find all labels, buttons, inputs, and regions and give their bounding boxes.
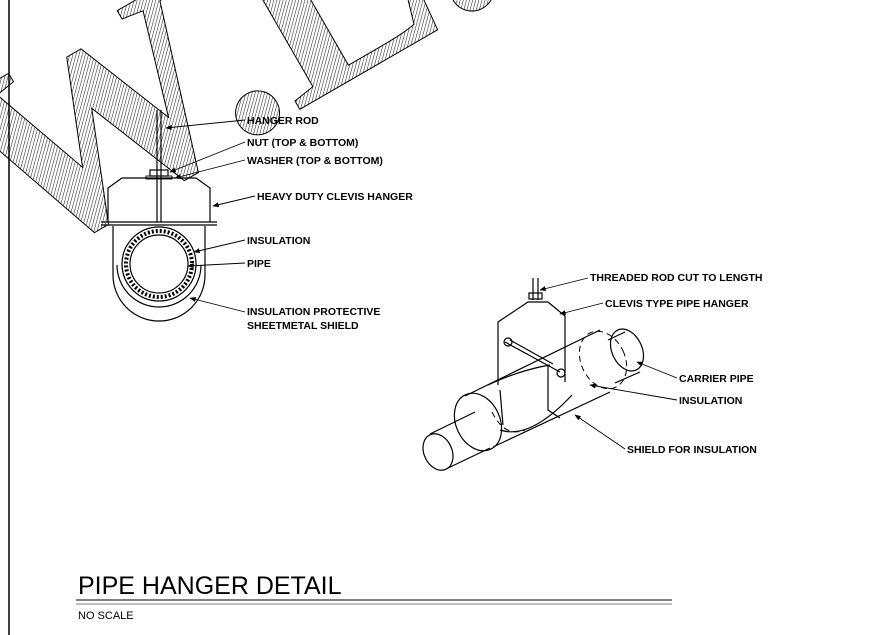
clevis-hanger [107, 177, 211, 222]
section-detail: HANGER ROD NUT (TOP & BOTTOM) WASHER (TO… [101, 110, 413, 332]
title-block: PIPE HANGER DETAIL NO SCALE [76, 572, 672, 622]
scale-note: NO SCALE [78, 610, 134, 622]
label-hanger-rod: HANGER ROD [247, 115, 319, 127]
label-insulation: INSULATION [247, 235, 310, 247]
pipe-end-left [422, 433, 454, 471]
label-insulation-protective: INSULATION PROTECTIVE [247, 306, 380, 318]
drawing-title: PIPE HANGER DETAIL [78, 572, 342, 600]
label-nut: NUT (TOP & BOTTOM) [247, 137, 358, 149]
label-sheetmetal-shield: SHEETMETAL SHIELD [247, 320, 359, 332]
label-shield-for-insulation: SHIELD FOR INSULATION [627, 444, 757, 456]
clevis-frame [497, 301, 566, 385]
insulation-ring [121, 226, 197, 302]
sheetmetal-shield [116, 264, 202, 308]
label-clevis-pipe-hanger: CLEVIS TYPE PIPE HANGER [605, 298, 749, 310]
insulation-shield [487, 364, 551, 386]
label-clevis-hanger: HEAVY DUTY CLEVIS HANGER [257, 191, 413, 203]
pipe-end-right [609, 328, 645, 372]
label-washer: WASHER (TOP & BOTTOM) [247, 155, 383, 167]
insulation-body [453, 392, 503, 452]
label-threaded-rod: THREADED ROD CUT TO LENGTH [590, 272, 762, 284]
label-insulation-iso: INSULATION [679, 395, 742, 407]
label-carrier-pipe: CARRIER PIPE [679, 373, 754, 385]
isometric-detail: THREADED ROD CUT TO LENGTH CLEVIS TYPE P… [422, 272, 762, 471]
label-pipe: PIPE [247, 258, 271, 270]
